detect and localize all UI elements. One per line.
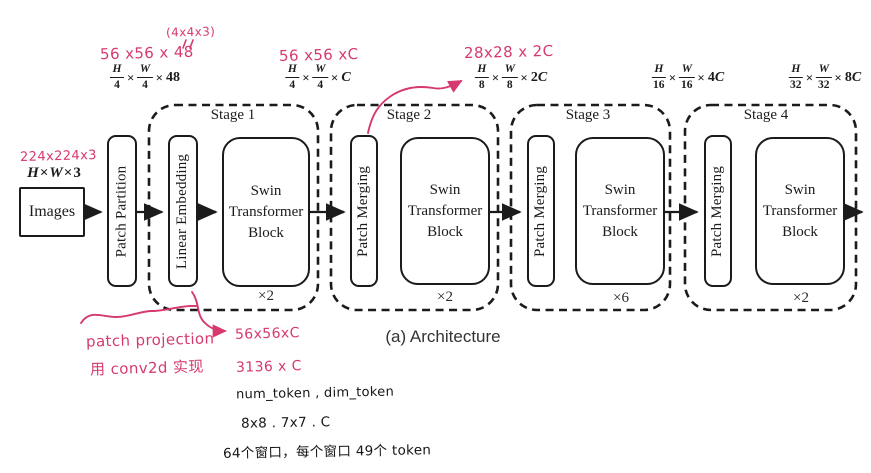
times-sign: ×	[39, 165, 49, 181]
patch-merging-box-stage2: Patch Merging	[350, 135, 378, 287]
stage3-repeat: ×6	[613, 290, 629, 306]
times-sign: ×	[126, 69, 135, 85]
linear-embedding-box: Linear Embedding	[168, 135, 198, 287]
annotation-brace-patch-projection	[80, 304, 197, 324]
stage4-name: Stage 4	[743, 107, 789, 123]
swin-block-stage2: Swin Transformer Block	[400, 137, 490, 285]
hand-note-window-count: 64个窗口，每个窗口 49个 token	[222, 442, 432, 462]
hand-note-token-shape: 3136 x C	[235, 358, 302, 376]
images-box: Images	[19, 187, 85, 237]
swin-block-label: Swin Transformer Block	[762, 181, 838, 240]
swin-block-label: Swin Transformer Block	[582, 181, 658, 240]
hand-note-num-dim-token: num_token , dim_token	[235, 384, 395, 403]
dim-c: 3	[73, 165, 81, 181]
swin-block-stage1: Swin Transformer Block	[222, 137, 310, 287]
swin-block-stage4: Swin Transformer Block	[755, 137, 845, 285]
hand-dims-stage1: 56 x56 x 48	[99, 42, 194, 64]
images-label: Images	[28, 203, 76, 220]
stage1-repeat: ×2	[258, 288, 274, 304]
times-sign: ×	[805, 69, 814, 85]
times-sign: ×	[330, 69, 339, 85]
annotation-arrow-embedding-output	[191, 291, 227, 338]
hand-note-window-size: 8x8 . 7x7 . C	[240, 414, 331, 432]
times-sign: ×	[834, 69, 842, 85]
patch-merging-label: Patch Merging	[355, 165, 372, 257]
times-sign: ×	[155, 69, 164, 85]
swin-block-label: Swin Transformer Block	[228, 182, 304, 241]
hand-note-embedding-out: 56x56xC	[234, 325, 300, 343]
figure-caption: (a) Architecture	[385, 327, 501, 346]
times-sign: ×	[491, 69, 500, 85]
patch-merging-label: Patch Merging	[709, 165, 726, 257]
stage4-repeat: ×2	[793, 290, 809, 306]
stage2-repeat: ×2	[437, 289, 453, 305]
hand-dims-stage1-out: 56 x56 xC	[278, 44, 359, 66]
patch-partition-box: Patch Partition	[107, 135, 137, 287]
times-sign: ×	[520, 69, 528, 85]
stage1-name: Stage 1	[210, 107, 256, 123]
hand-note-patch-size: (4x4x3)	[165, 24, 216, 40]
patch-merging-label: Patch Merging	[532, 165, 549, 257]
times-sign: ×	[668, 69, 677, 85]
swin-block-stage3: Swin Transformer Block	[575, 137, 665, 285]
hand-note-patch-projection: patch projection	[85, 329, 215, 351]
stage3-name: Stage 3	[565, 107, 611, 123]
hand-dims-stage2-out: 28x28 x 2C	[463, 41, 554, 63]
patch-merging-box-stage4: Patch Merging	[704, 135, 732, 287]
dim-w: W	[49, 165, 63, 181]
times-sign: ×	[302, 69, 310, 85]
dim-h: H	[27, 165, 39, 181]
hand-note-conv2d: 用 conv2d 实现	[89, 357, 205, 379]
times-sign: ×	[63, 165, 73, 181]
patch-partition-label: Patch Partition	[113, 165, 130, 257]
input-hand-dims: 224x224x3	[19, 147, 98, 166]
stage2-name: Stage 2	[386, 107, 432, 123]
input-dims: H × W × 3	[27, 165, 81, 182]
linear-embedding-label: Linear Embedding	[174, 153, 191, 269]
patch-merging-box-stage3: Patch Merging	[527, 135, 555, 287]
times-sign: ×	[697, 69, 705, 85]
swin-block-label: Swin Transformer Block	[407, 181, 483, 240]
